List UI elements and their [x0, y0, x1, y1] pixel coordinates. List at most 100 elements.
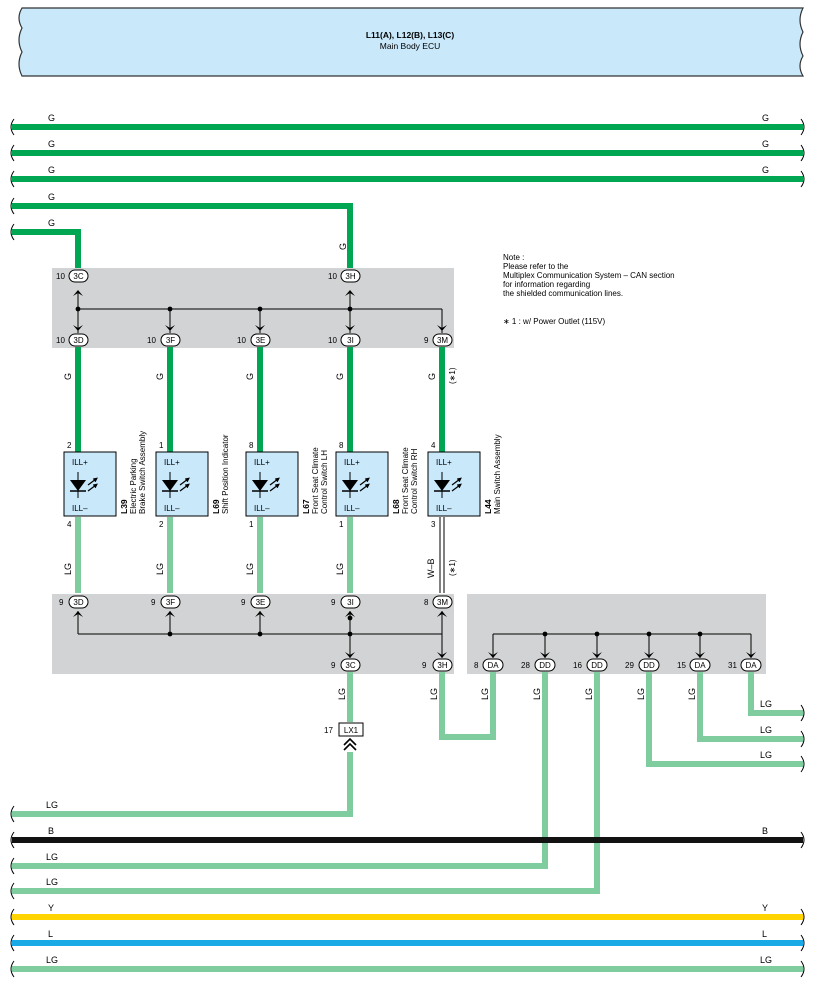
svg-text:9: 9 — [59, 598, 64, 607]
pin-3d-top: 3D 10 — [56, 333, 89, 347]
svg-text:16: 16 — [573, 661, 582, 670]
svg-text:LG: LG — [687, 688, 697, 700]
svg-text:LG: LG — [46, 800, 58, 810]
svg-text:9: 9 — [241, 598, 246, 607]
main-body-ecu-box: L11(A), L12(B), L13(C) Main Body ECU — [18, 7, 805, 77]
svg-text:10: 10 — [328, 336, 337, 345]
svg-text:Front Seat Climate: Front Seat Climate — [401, 447, 410, 514]
led-icon — [252, 472, 280, 498]
svg-text:ILL–: ILL– — [164, 504, 180, 513]
svg-text:3E: 3E — [256, 598, 266, 607]
svg-text:3E: 3E — [256, 336, 266, 345]
svg-text:10: 10 — [56, 336, 65, 345]
svg-text:8: 8 — [249, 441, 254, 450]
svg-text:Brake Switch Assembly: Brake Switch Assembly — [138, 431, 147, 514]
pin-da-15: DA 15 — [677, 658, 711, 672]
svg-text:10: 10 — [237, 336, 246, 345]
wire-label: G — [762, 139, 769, 149]
switch-l69: 1 ILL+ ILL– 2 L69 Shift Position Indicat… — [155, 434, 230, 529]
svg-text:10: 10 — [56, 272, 65, 281]
svg-text:(∗1): (∗1) — [448, 559, 457, 576]
svg-text:LG: LG — [245, 563, 255, 575]
svg-text:Electric Parking: Electric Parking — [129, 458, 138, 514]
svg-text:2: 2 — [159, 520, 164, 529]
svg-text:LG: LG — [584, 688, 594, 700]
component-id: L44 — [483, 499, 493, 514]
svg-text:1: 1 — [159, 441, 164, 450]
led-icon — [434, 472, 462, 498]
svg-text:ILL+: ILL+ — [72, 458, 88, 467]
svg-text:1: 1 — [249, 520, 254, 529]
svg-text:10: 10 — [147, 336, 156, 345]
wire-label: G — [48, 139, 55, 149]
svg-text:Main Switch Assembly: Main Switch Assembly — [493, 434, 502, 514]
led-icon — [162, 472, 190, 498]
svg-text:3F: 3F — [166, 336, 175, 345]
lower-lg-wires — [12, 672, 803, 894]
svg-text:15: 15 — [677, 661, 686, 670]
svg-text:LG: LG — [335, 563, 345, 575]
note-line: for information regarding — [503, 280, 590, 289]
lower-lg-labels: LG LG LG LG LG LG LG LG LG LG — [337, 688, 805, 773]
component-id: L68 — [391, 499, 401, 514]
svg-text:LG: LG — [532, 688, 542, 700]
svg-text:DD: DD — [591, 661, 603, 670]
switch-l68: 8 ILL+ ILL– 1 L68 Front Seat Climate Con… — [335, 441, 419, 529]
svg-text:Shift Position Indicator: Shift Position Indicator — [221, 434, 230, 514]
svg-text:9: 9 — [151, 598, 156, 607]
pin-dd-16: DD 16 — [573, 658, 608, 672]
svg-text:3D: 3D — [73, 336, 83, 345]
pin-3e-top: 3E 10 — [237, 333, 271, 347]
pin-da-8: DA 8 — [474, 658, 504, 672]
svg-text:9: 9 — [331, 661, 336, 670]
svg-text:DA: DA — [487, 661, 499, 670]
svg-text:10: 10 — [328, 272, 337, 281]
led-icon — [70, 472, 98, 498]
pin-3c-top: 3C 10 — [56, 269, 89, 283]
wire-g-5 — [12, 229, 81, 285]
component-id: L69 — [211, 499, 221, 514]
wire-label: G — [48, 218, 55, 228]
svg-text:ILL–: ILL– — [344, 504, 360, 513]
pin-3h-bot: 3H 9 — [422, 658, 453, 672]
svg-text:3C: 3C — [73, 272, 83, 281]
svg-text:LG: LG — [636, 688, 646, 700]
svg-text:1: 1 — [339, 520, 344, 529]
svg-text:DA: DA — [745, 661, 757, 670]
wire-label: G — [48, 113, 55, 123]
note-line: the shielded communication lines. — [503, 289, 623, 298]
svg-text:LG: LG — [480, 688, 490, 700]
junction-block-right: DA 8 DD 28 DD 16 DD 29 DA 15 DA 31 — [467, 594, 766, 674]
switch-l44: 4 ILL+ ILL– 3 L44 Main Switch Assembly — [427, 434, 502, 529]
svg-text:Y: Y — [762, 903, 768, 913]
pin-dd-29: DD 29 — [625, 658, 660, 672]
svg-text:Control Switch LH: Control Switch LH — [320, 450, 329, 514]
svg-text:Front Seat Climate: Front Seat Climate — [311, 447, 320, 514]
svg-text:G: G — [245, 373, 255, 380]
pin-da-31: DA 31 — [728, 658, 762, 672]
svg-text:ILL–: ILL– — [254, 504, 270, 513]
wire-label: G — [762, 165, 769, 175]
svg-text:LG: LG — [760, 725, 772, 735]
svg-text:LG: LG — [760, 699, 772, 709]
svg-text:3I: 3I — [347, 598, 354, 607]
svg-text:Control Switch RH: Control Switch RH — [410, 448, 419, 514]
svg-text:31: 31 — [728, 661, 737, 670]
led-icon — [342, 472, 370, 498]
svg-text:3F: 3F — [166, 598, 175, 607]
switch-return-wires: LG LG LG LG W–B (∗1) — [63, 517, 457, 593]
note-line: Note : — [503, 253, 524, 262]
junction-block-top: 3C 10 3H 10 3D 10 3F 10 3E 10 3I 10 — [52, 268, 454, 348]
note-block: Note : Please refer to the Multiplex Com… — [503, 253, 675, 326]
svg-text:8: 8 — [424, 598, 429, 607]
pin-3m-bot: 3M 8 — [424, 595, 453, 609]
bottom-wires: LG B B LG LG Y Y L L LG LG — [10, 800, 805, 978]
svg-text:LG: LG — [760, 955, 772, 965]
pin-3i-top: 3I 10 — [328, 333, 361, 347]
pin-3e-bot: 3E 9 — [241, 595, 271, 609]
pin-3h-top: 3H 10 — [328, 269, 361, 283]
wire-label: G — [338, 243, 348, 250]
svg-text:G: G — [63, 373, 73, 380]
component-id: L67 — [301, 499, 311, 514]
